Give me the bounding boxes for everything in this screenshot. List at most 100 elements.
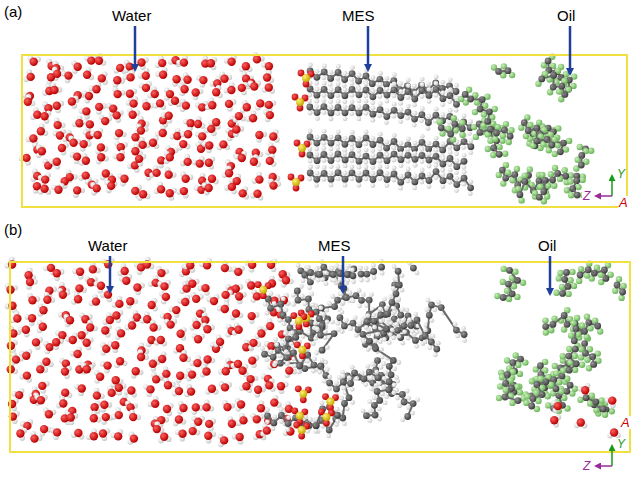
atom: [108, 389, 116, 397]
atom: [116, 153, 124, 161]
atom: [235, 292, 243, 300]
atom: [398, 119, 403, 124]
atom: [308, 165, 313, 170]
atom: [399, 89, 404, 94]
atom: [216, 338, 224, 346]
atom: [180, 85, 188, 93]
atom: [521, 119, 528, 126]
atom: [357, 117, 362, 122]
atom: [248, 312, 256, 320]
atom: [164, 381, 172, 389]
atom: [413, 111, 418, 116]
atom: [441, 156, 446, 161]
atom: [518, 197, 524, 203]
atom: [175, 387, 183, 395]
atom: [188, 280, 196, 288]
atom: [54, 121, 62, 129]
atom: [371, 171, 376, 176]
atom: [80, 140, 88, 148]
atom: [412, 103, 417, 108]
atom: [405, 116, 410, 121]
atom: [102, 413, 110, 421]
atom: [131, 147, 139, 155]
atom: [165, 171, 173, 179]
atom: [66, 316, 74, 324]
atom: [95, 103, 103, 111]
atom: [378, 71, 383, 76]
atom: [385, 171, 390, 176]
atom: [42, 358, 50, 366]
atom: [336, 93, 341, 98]
atom: [392, 82, 397, 87]
atom: [292, 178, 300, 186]
atom: [180, 187, 188, 195]
atom: [257, 404, 265, 412]
atom: [192, 295, 200, 303]
atom: [398, 81, 403, 86]
atom: [454, 83, 459, 88]
atom: [220, 75, 228, 83]
atom: [298, 144, 306, 152]
atom: [420, 168, 425, 173]
atom: [420, 147, 425, 152]
atom: [234, 326, 242, 334]
atom: [23, 371, 31, 379]
atom: [13, 314, 21, 322]
atom: [399, 141, 404, 146]
atom: [253, 190, 261, 198]
atom: [225, 100, 233, 108]
atom: [427, 114, 432, 119]
atom: [315, 116, 320, 121]
atom: [184, 130, 192, 138]
atom: [427, 87, 432, 92]
atom: [455, 158, 460, 163]
atom: [536, 194, 543, 201]
atom: [496, 151, 503, 158]
atom: [335, 76, 340, 81]
atom: [149, 323, 157, 331]
atom: [508, 127, 514, 133]
atom: [221, 305, 229, 313]
atom: [101, 326, 109, 334]
atom: [336, 111, 341, 116]
atom: [459, 132, 465, 138]
atom: [256, 99, 264, 107]
atom: [548, 142, 555, 149]
atom: [22, 154, 30, 162]
atom: [391, 114, 396, 119]
atom: [207, 59, 215, 67]
atom: [507, 133, 514, 140]
atom: [128, 321, 136, 329]
atom: [438, 124, 445, 131]
atom: [160, 282, 168, 290]
atom: [343, 152, 348, 157]
atom: [266, 157, 274, 165]
atom: [440, 102, 445, 107]
atom: [307, 147, 312, 152]
atom: [93, 184, 101, 192]
atom: [426, 82, 431, 87]
atom: [146, 385, 154, 393]
atom: [69, 139, 77, 147]
atom: [76, 268, 84, 276]
atom: [406, 167, 411, 172]
atom: [182, 101, 190, 109]
atom: [462, 170, 467, 175]
atom: [223, 403, 231, 411]
atom: [296, 98, 304, 106]
atom: [322, 110, 327, 115]
atom: [250, 82, 258, 90]
atom: [82, 157, 90, 165]
atom: [329, 87, 334, 92]
atom: [413, 163, 418, 168]
atom: [385, 76, 390, 81]
atom: [364, 82, 369, 87]
atom: [406, 137, 411, 142]
atom: [205, 184, 213, 192]
atom: [74, 62, 82, 70]
atom: [517, 191, 524, 198]
atom: [350, 130, 355, 135]
atom: [117, 329, 125, 337]
atom: [412, 123, 417, 128]
atom: [335, 146, 340, 151]
